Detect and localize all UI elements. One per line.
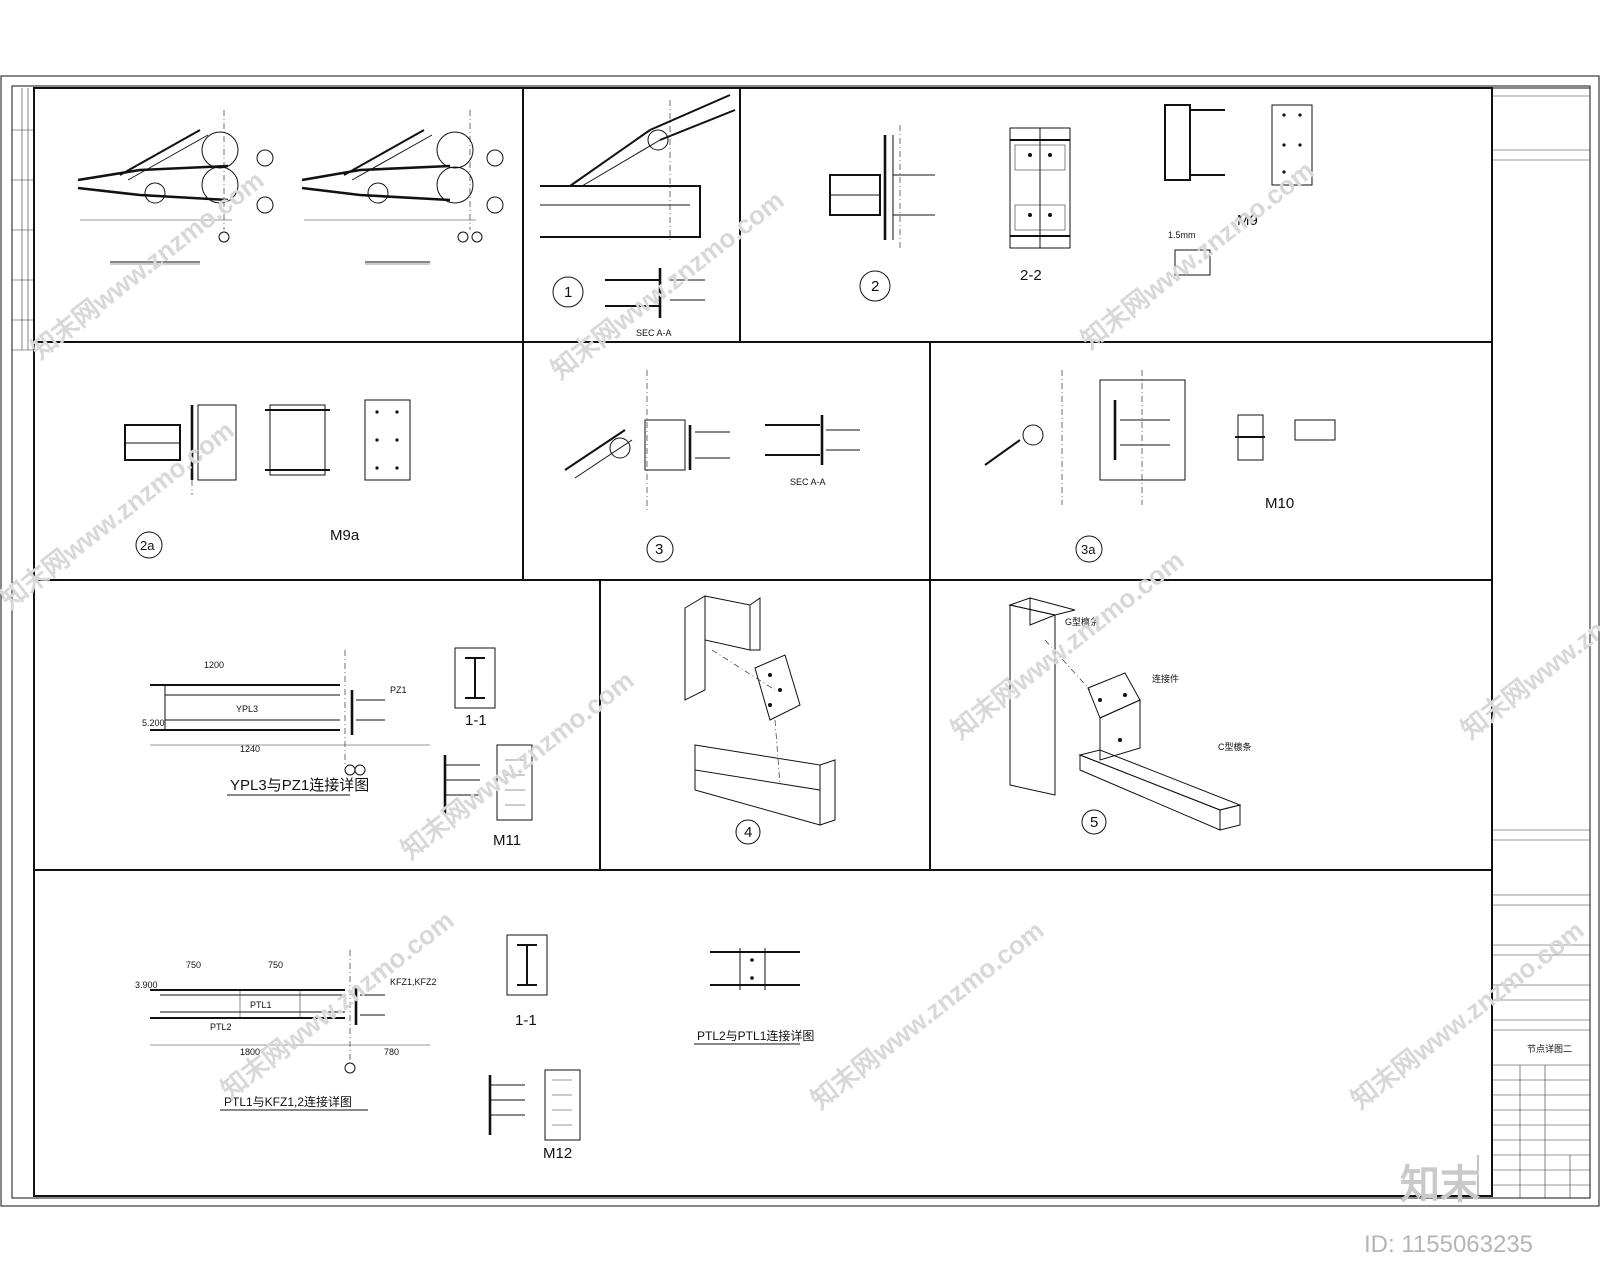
detail-3-number: 3 (655, 541, 663, 558)
watermark-logo: 知末 (1400, 1163, 1480, 1207)
sheet-outer-border (0, 75, 1600, 1207)
m12-label: M12 (543, 1145, 572, 1162)
c-beam-note: C型檩条 (1218, 741, 1252, 752)
watermark-id: ID: 1155063235 (1364, 1231, 1533, 1258)
kfz-label: KFZ1,KFZ2 (390, 977, 437, 987)
watermark-10: 知末网www.znzmo.com (1345, 915, 1589, 1115)
binding-strip (12, 88, 34, 351)
watermark-2: 知末网www.znzmo.com (545, 185, 789, 385)
dim-1200: 1200 (204, 660, 224, 670)
panel-detail-3a: 3a M10 (984, 370, 1336, 563)
dim-750-a: 750 (186, 960, 201, 970)
detail-5-marker (1081, 809, 1107, 835)
detail-5-number: 5 (1090, 814, 1098, 831)
elev-3900: 3.900 (135, 980, 158, 990)
drawing-name: 节点详图二 (1527, 1043, 1572, 1054)
dim-1800: 1800 (240, 1047, 260, 1057)
detail-3a-number: 3a (1081, 542, 1096, 557)
m9a-label: M9a (330, 527, 360, 544)
ptl2-caption: PTL2与PTL1连接详图 (697, 1028, 814, 1043)
elev-5200: 5.200 (142, 718, 165, 728)
dim-750-b: 750 (268, 960, 283, 970)
panel-detail-5: G型檩条 连接件 C型檩条 5 (1008, 597, 1252, 835)
detail-3-section: SEC A-A (790, 477, 826, 487)
panel-detail-4: 4 (684, 595, 836, 845)
plate-note: 1.5mm (1168, 230, 1196, 240)
watermark-3: 知末网www.znzmo.com (1075, 155, 1319, 355)
m9-label: M9 (1237, 212, 1258, 229)
detail-3a-marker (1075, 535, 1103, 563)
detail-1-section: SEC A-A (636, 328, 672, 338)
dim-780: 780 (384, 1047, 399, 1057)
panel-ypl3-pz1: YPL3 PZ1 1200 1240 5.200 YPL3与PZ1连接详图 1-… (142, 647, 533, 849)
panel-ptl1-kfz: PTL1 PTL2 KFZ1,KFZ2 750 750 1800 780 3.9… (135, 934, 814, 1162)
detail-3-marker (646, 535, 674, 563)
panel-grid (34, 88, 1492, 871)
panel-detail-2a: 2a M9a (124, 399, 411, 559)
m10-label: M10 (1265, 495, 1294, 512)
section-1-1-b: 1-1 (515, 1012, 537, 1029)
detail-2-number: 2 (871, 278, 879, 295)
section-2-2: 2-2 (1020, 267, 1042, 284)
detail-1-number: 1 (564, 284, 572, 301)
connector-note: 连接件 (1152, 673, 1179, 684)
ypl3-caption: YPL3与PZ1连接详图 (230, 777, 369, 794)
detail-4-number: 4 (744, 824, 752, 841)
panel-detail-1: 1 SEC A-A (540, 94, 736, 338)
title-block: 节点详图二 (1477, 87, 1590, 1198)
drawing-frame (33, 87, 1493, 1197)
m11-label: M11 (493, 832, 521, 849)
detail-1-marker (552, 276, 584, 308)
ypl3-beam-label: YPL3 (236, 704, 258, 714)
pz1-label: PZ1 (390, 685, 407, 695)
ptl2-beam-label: PTL2 (210, 1022, 232, 1032)
watermark-7: 知末网www.znzmo.com (1455, 545, 1600, 745)
watermark-9: 知末网www.znzmo.com (805, 915, 1049, 1115)
detail-2a-marker (135, 531, 163, 559)
detail-4-marker (735, 819, 761, 845)
dim-1240: 1240 (240, 744, 260, 754)
panel-beam-elevations (77, 110, 504, 265)
panel-detail-3: 3 SEC A-A (564, 370, 860, 563)
section-1-1: 1-1 (465, 712, 487, 729)
panel-detail-2: 2 2-2 M9 1.5mm (829, 104, 1313, 302)
detail-2a-number: 2a (140, 538, 155, 553)
g-beam-note: G型檩条 (1065, 616, 1099, 627)
sheet-inner-border (11, 85, 1591, 1199)
ptl1-beam-label: PTL1 (250, 1000, 272, 1010)
ptl1-caption: PTL1与KFZ1,2连接详图 (224, 1094, 352, 1109)
watermark-4: 知末网www.znzmo.com (0, 415, 239, 615)
watermark-6: 知末网www.znzmo.com (945, 545, 1189, 745)
detail-2-marker (859, 270, 891, 302)
